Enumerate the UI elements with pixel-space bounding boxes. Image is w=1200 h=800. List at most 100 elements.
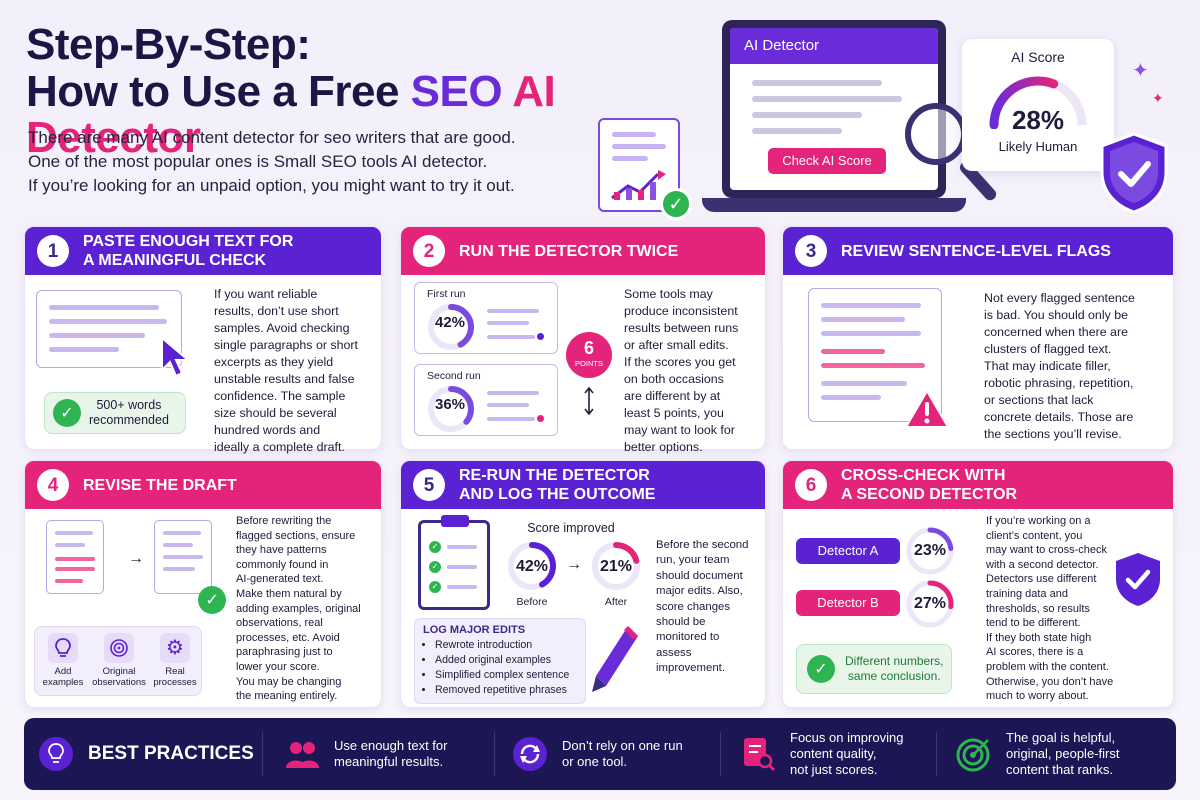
- refresh-cycle-icon: [513, 737, 547, 771]
- first-run-label: First run: [427, 288, 466, 300]
- check-icon: ✓: [429, 561, 441, 573]
- text-line: or after small edits.: [624, 338, 729, 352]
- step-number: 1: [37, 235, 69, 267]
- intro-line: There are many AI content detector for s…: [28, 128, 516, 147]
- step-2-header: 2 RUN THE DETECTOR TWICE: [401, 227, 765, 275]
- text-line: If they both state high: [986, 631, 1092, 644]
- text-line: [821, 303, 921, 308]
- step-1-description: If you want reliable results, don’t use …: [214, 286, 378, 456]
- arrow-right-icon: →: [566, 556, 582, 573]
- intro-text: There are many AI content detector for s…: [28, 126, 588, 198]
- text-line: problem with the content.: [986, 660, 1109, 673]
- text-line: single paragraphs or short: [214, 338, 358, 352]
- text-line: should be: [656, 616, 706, 629]
- laptop-screen: AI Detector Check AI Score: [730, 28, 938, 190]
- step-number: 2: [413, 235, 445, 267]
- draft-after-icon: [154, 520, 212, 594]
- detector-a-ring: [906, 527, 954, 575]
- text-line: processes, etc. Avoid: [236, 631, 340, 644]
- fingerprint-icon: [104, 633, 134, 663]
- score-improved-title: Score improved: [527, 521, 615, 535]
- tip-label: observations: [92, 677, 146, 688]
- text-line: That may indicate filler,: [984, 359, 1111, 373]
- page-title: Step-By-Step: How to Use a Free SEO AI D…: [26, 20, 726, 163]
- laptop-base: [702, 198, 966, 212]
- text-line: adding examples, original: [236, 602, 361, 615]
- step-number: 3: [795, 235, 827, 267]
- title-line-2: How to Use a Free SEO AI Detector: [26, 66, 726, 163]
- text-line: [487, 321, 529, 325]
- practice-line: original, people-first: [1006, 746, 1120, 761]
- text-line: monitored to: [656, 631, 720, 644]
- detector-b-label: Detector B: [796, 590, 900, 616]
- step-number: 4: [37, 469, 69, 501]
- lightbulb-icon: [48, 633, 78, 663]
- text-line: flagged sections, ensure: [236, 529, 356, 542]
- warning-icon: [905, 390, 949, 428]
- text-line: is bad. You should only be: [984, 308, 1128, 322]
- status-dot: [537, 415, 544, 422]
- second-run-box: Second run 36%: [414, 364, 558, 436]
- text-line: [821, 331, 921, 336]
- step-5-description: Before the second run, your team should …: [656, 538, 764, 677]
- text-line: lower your score.: [236, 660, 320, 673]
- after-score-ring: [592, 542, 640, 590]
- text-line: they have patterns: [236, 544, 327, 557]
- check-icon: ✓: [660, 188, 692, 220]
- text-line: produce inconsistent: [624, 304, 738, 318]
- text-line: confidence. The sample: [214, 389, 346, 403]
- intro-line: If you’re looking for an unpaid option, …: [28, 176, 515, 195]
- text-line: [487, 309, 539, 313]
- text-line: may want to look for: [624, 423, 735, 437]
- detector-a-value: 23%: [913, 542, 947, 559]
- text-line: If the scores you get: [624, 355, 736, 369]
- text-line: [487, 391, 539, 395]
- badge-line: Different numbers,: [845, 654, 944, 668]
- check-icon: ✓: [429, 581, 441, 593]
- text-line: [752, 128, 842, 134]
- target-icon: [956, 738, 990, 772]
- step-4-title: REVISE THE DRAFT: [83, 476, 237, 494]
- badge-text: Different numbers,same conclusion.: [845, 654, 944, 684]
- step-3-header: 3 REVIEW SENTENCE-LEVEL FLAGS: [783, 227, 1173, 275]
- best-practices-heading: BEST PRACTICES: [38, 718, 254, 790]
- text-line: robotic phrasing, repetition,: [984, 376, 1134, 390]
- footer-title: BEST PRACTICES: [88, 743, 254, 764]
- step-3-description: Not every flagged sentence is bad. You s…: [984, 290, 1170, 443]
- title-line-1: Step-By-Step:: [26, 20, 311, 69]
- practice-line: Use enough text for: [334, 738, 448, 753]
- check-ai-score-button[interactable]: Check AI Score: [768, 148, 886, 174]
- text-input-illustration: [36, 290, 182, 368]
- title-line: CROSS-CHECK WITH: [841, 467, 1006, 484]
- divider: [720, 732, 721, 776]
- divider: [494, 732, 495, 776]
- text-line: AI scores, there is a: [986, 646, 1084, 659]
- doc-line: [612, 144, 666, 149]
- log-item: Removed repetitive phrases: [435, 683, 577, 698]
- text-line: Detectors use different: [986, 573, 1097, 586]
- text-line: Not every flagged sentence: [984, 291, 1135, 305]
- log-item: Rewrote introduction: [435, 638, 577, 653]
- ai-score-value: 28%: [1011, 105, 1065, 135]
- text-line: [163, 555, 203, 559]
- text-line: concerned when there are: [984, 325, 1128, 339]
- title-highlight-ai-detector: AI Detector: [26, 66, 556, 163]
- text-line: least 5 points, you: [624, 406, 724, 420]
- divider: [262, 732, 263, 776]
- text-line: results, don’t use short: [214, 304, 339, 318]
- ai-score-card: AI Score 28% Likely Human: [962, 39, 1114, 171]
- practice-line: The goal is helpful,: [1006, 730, 1116, 745]
- second-run-ring: [428, 386, 474, 432]
- magnifier-icon: [905, 103, 967, 165]
- title-line: PASTE ENOUGH TEXT FOR: [83, 233, 294, 250]
- text-line: major edits. Also,: [656, 585, 743, 598]
- text-line: Otherwise, you don’t have: [986, 675, 1114, 688]
- text-line: [752, 96, 902, 102]
- text-line: samples. Avoid checking: [214, 321, 350, 335]
